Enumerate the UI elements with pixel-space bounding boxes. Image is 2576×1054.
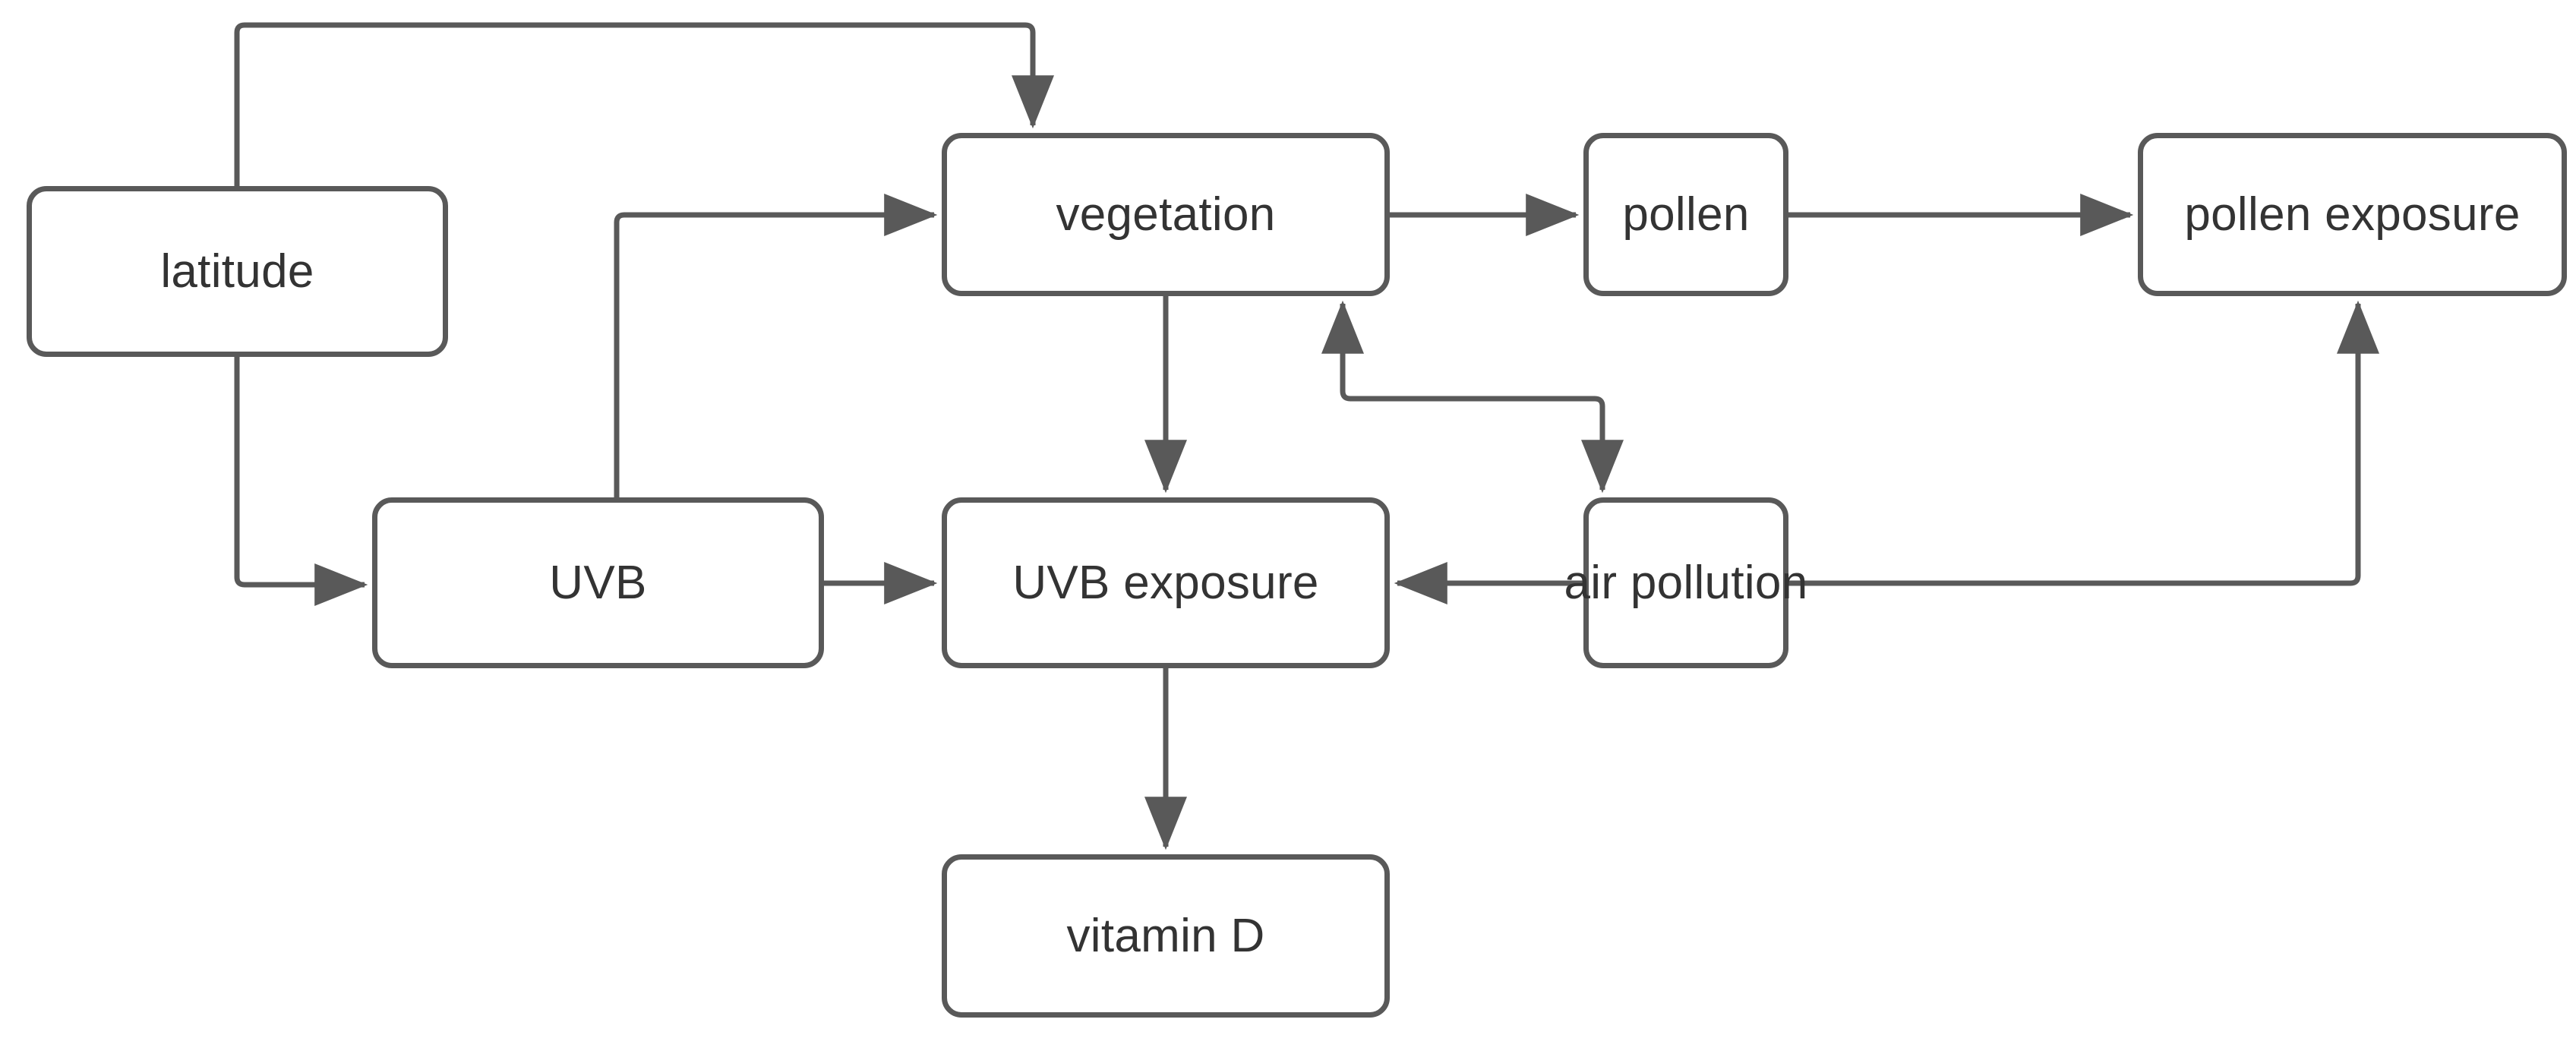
node-label-pollen-exposure: pollen exposure (2184, 188, 2521, 241)
node-label-vegetation: vegetation (1056, 188, 1276, 241)
node-label-pollen: pollen (1622, 188, 1750, 241)
node-uvb-exposure[interactable]: UVB exposure (942, 497, 1390, 668)
node-label-latitude: latitude (160, 245, 314, 298)
edge-vegetation-air-pollution (1321, 300, 1624, 494)
node-uvb[interactable]: UVB (372, 497, 824, 668)
node-vitamin-d[interactable]: vitamin D (942, 854, 1390, 1018)
node-label-uvb-exposure: UVB exposure (1012, 556, 1319, 609)
node-air-pollution[interactable]: air pollution (1564, 497, 1807, 668)
edge-uvb-to-vegetation (614, 194, 938, 497)
node-latitude[interactable]: latitude (27, 186, 448, 357)
edge-air-pollution-to-pollen-exposure (1788, 300, 2379, 586)
node-label-uvb: UVB (549, 556, 647, 609)
node-pollen[interactable]: pollen (1583, 133, 1788, 296)
node-vegetation[interactable]: vegetation (942, 133, 1390, 296)
node-pollen-exposure[interactable]: pollen exposure (2138, 133, 2567, 296)
edge-latitude-to-vegetation (234, 22, 1054, 186)
node-label-air-pollution: air pollution (1564, 556, 1808, 609)
edge-latitude-to-uvb (234, 357, 368, 606)
node-label-vitamin-d: vitamin D (1066, 909, 1265, 962)
